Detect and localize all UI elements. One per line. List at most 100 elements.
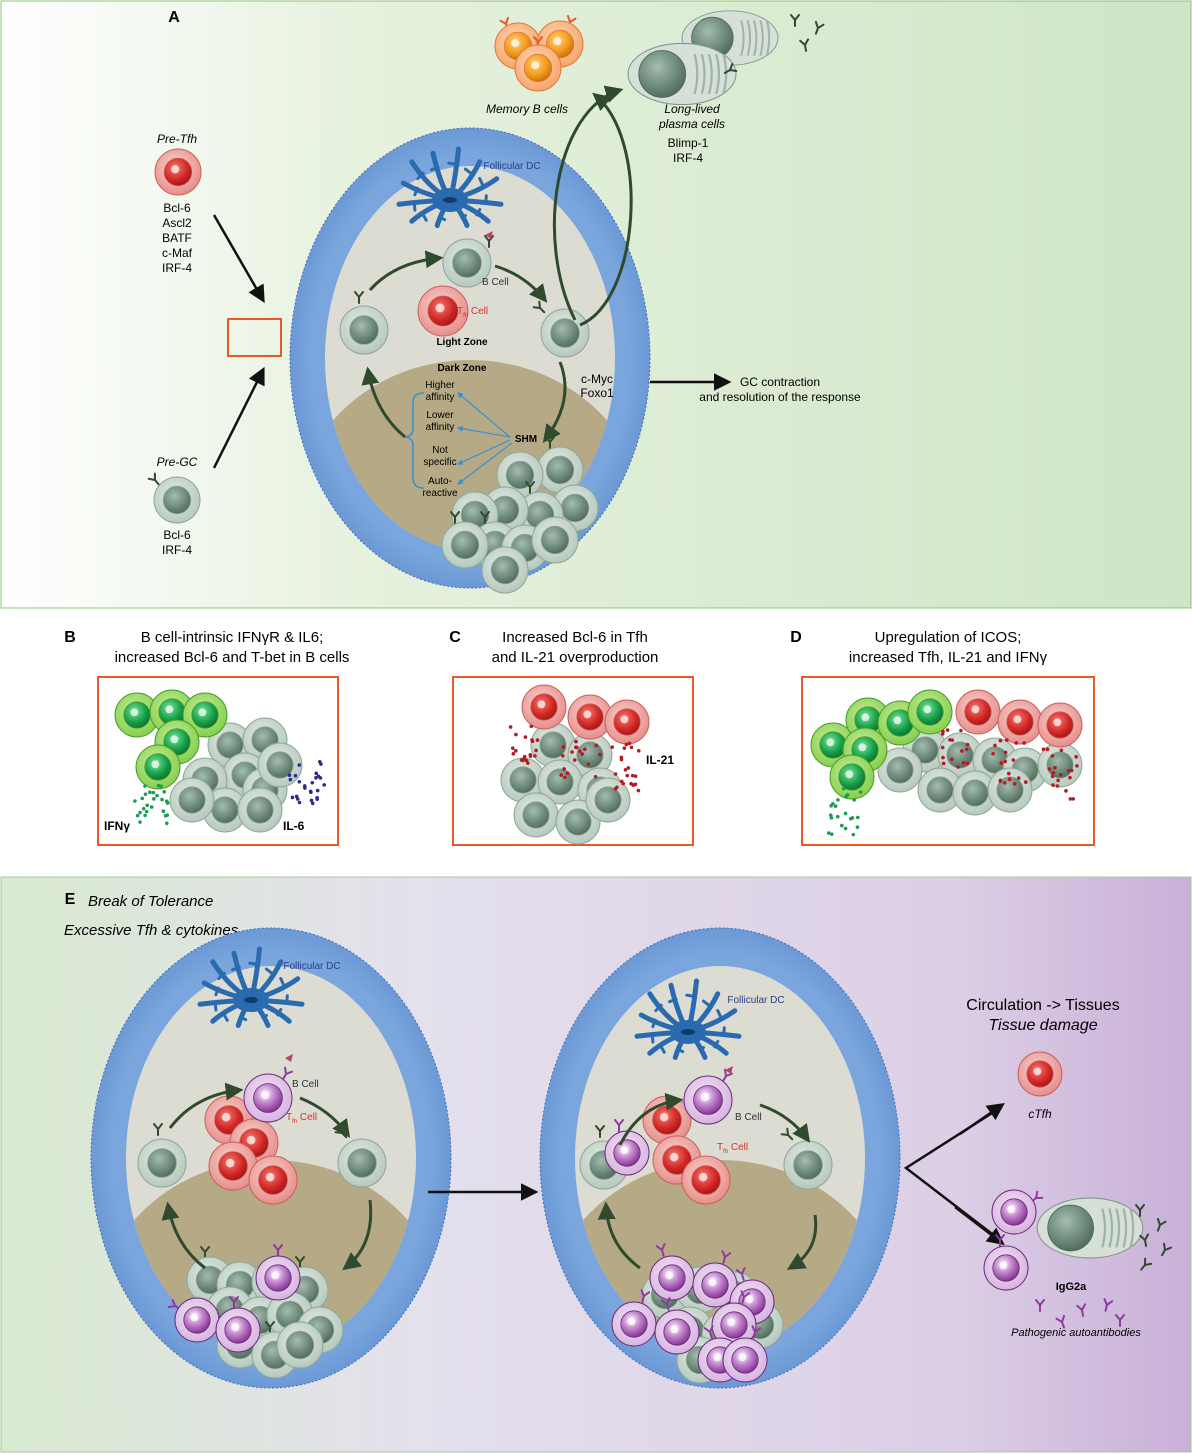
memory-b-cells [494, 14, 584, 92]
panel-e-letter: E [65, 891, 76, 908]
antibody-icon [721, 1250, 732, 1264]
b-cell-left [339, 291, 389, 355]
plasma-title-1: plasma cells [658, 117, 725, 131]
tfh-cell [1037, 702, 1083, 748]
plasma-cell-front [627, 42, 737, 106]
shm-autoreactive-1: reactive [422, 488, 457, 499]
antibody-icon [525, 481, 535, 494]
panel-b-title-0: B cell-intrinsic IFNγR & IL6; [141, 629, 324, 646]
tfh-label: Tfh Cell [457, 306, 488, 319]
ctfh-cell [1017, 1051, 1063, 1097]
tfh-cell [955, 689, 1001, 735]
antibody-icon [703, 1325, 714, 1339]
autoreactive-b-cell [983, 1234, 1029, 1291]
antibody-icon [147, 472, 160, 486]
shm-lower-0: Lower [426, 410, 454, 421]
antibody-icon [814, 20, 825, 35]
antibody-icon [595, 1125, 605, 1138]
b-cell [952, 770, 998, 816]
ctfh-cell-body [1017, 1051, 1063, 1097]
arrow-pre-tfh [212, 214, 265, 304]
pre-tfh-marker-0: Bcl-6 [163, 201, 191, 215]
autoreactive-b-cell [692, 1250, 738, 1308]
autoreactive-b-cell [243, 1066, 293, 1123]
b-cell-light-zone [442, 235, 494, 288]
panel-d-letter: D [790, 629, 802, 646]
b-cell [537, 759, 583, 805]
b-cell [500, 757, 546, 803]
gc-cycle-arrows-e1 [161, 1082, 373, 1271]
shm-arrows [456, 392, 513, 485]
panel-b-letter: B [64, 629, 76, 646]
antibody-icon [722, 1068, 733, 1083]
autoantibodies-label: Pathogenic autoantibodies [1011, 1327, 1141, 1339]
tfh-label-e1: Tfh Cell [286, 1112, 317, 1125]
dark-zone-b-cell [481, 546, 529, 594]
antibody-icon [614, 1119, 624, 1132]
autoreactive-b-cell [604, 1119, 650, 1176]
b-cell-left [137, 1123, 187, 1188]
myc-foxo-1: Foxo1 [580, 386, 614, 400]
empty-box [227, 318, 282, 357]
contraction-1: and resolution of the response [699, 390, 861, 404]
antibody-icon [1140, 1257, 1153, 1271]
b-cell-right [334, 1125, 387, 1188]
b-cell [585, 777, 631, 823]
antibody-icon [790, 14, 800, 27]
antibody-icon [265, 1321, 275, 1334]
ifn-gamma-dots [826, 786, 863, 837]
panel-d-cells [810, 689, 1083, 837]
pre-tfh-marker-3: c-Maf [162, 246, 193, 260]
antibody-icon [153, 1123, 163, 1136]
follicular-dc-label-e1: Follicular DC [283, 961, 340, 972]
b-cell [257, 742, 303, 788]
b-cell [513, 792, 559, 838]
panel-c-title-1: and IL-21 overproduction [492, 649, 659, 666]
follicular-dc-e1 [197, 946, 305, 1028]
antibody-icon [1103, 1298, 1114, 1312]
antibody-icon [282, 1066, 293, 1081]
antibody-icon [723, 63, 738, 74]
pre-gc-marker-0: Bcl-6 [163, 528, 191, 542]
shm-not-specific-1: specific [423, 457, 456, 468]
b-cell-right [532, 300, 590, 358]
plasma-cells [627, 10, 825, 106]
b-cell-label-e2: B Cell [735, 1112, 762, 1123]
il21-dots-1 [940, 728, 970, 769]
dark-zone-b-cell [536, 436, 584, 494]
pre-tfh-title: Pre-Tfh [157, 132, 197, 146]
gc-cells-e1 [137, 1054, 387, 1379]
il21-dots-left [508, 724, 540, 765]
tfh-cell [521, 684, 567, 730]
plasma-title-0: Long-lived [664, 102, 720, 116]
pre-gc-title: Pre-GC [157, 455, 198, 469]
plasma-marker-1: IRF-4 [673, 151, 703, 165]
antibody-icon [640, 1289, 651, 1303]
shm-lower-1: affinity [426, 422, 455, 433]
gc-cycle-arrows-e2 [597, 1092, 818, 1270]
gc-b-cell-tbet [114, 692, 160, 738]
autoreactive-b-cell [167, 1297, 220, 1343]
il21-dots-2 [991, 738, 1028, 786]
arrow-pre-gc [212, 366, 265, 469]
antibody-icon [1156, 1217, 1167, 1232]
panel-b: B B cell-intrinsic IFNγR & IL6;increased… [64, 629, 349, 846]
antibody-icon [655, 1243, 666, 1257]
il6-dots [287, 760, 327, 806]
plasma-marker-0: Blimp-1 [668, 136, 709, 150]
panel-e: E Break of Tolerance Excessive Tfh & cyt… [0, 876, 1192, 1453]
antibody-icon [229, 1296, 239, 1309]
pre-tfh-cell-body [154, 148, 202, 196]
il21-label: IL-21 [646, 753, 674, 767]
b-cell [877, 747, 923, 793]
panel-d-title-0: Upregulation of ICOS; [875, 629, 1022, 646]
shm-autoreactive-0: Auto- [428, 476, 452, 487]
pre-tfh-cell [154, 148, 202, 196]
memory-b-label: Memory B cells [486, 102, 568, 116]
